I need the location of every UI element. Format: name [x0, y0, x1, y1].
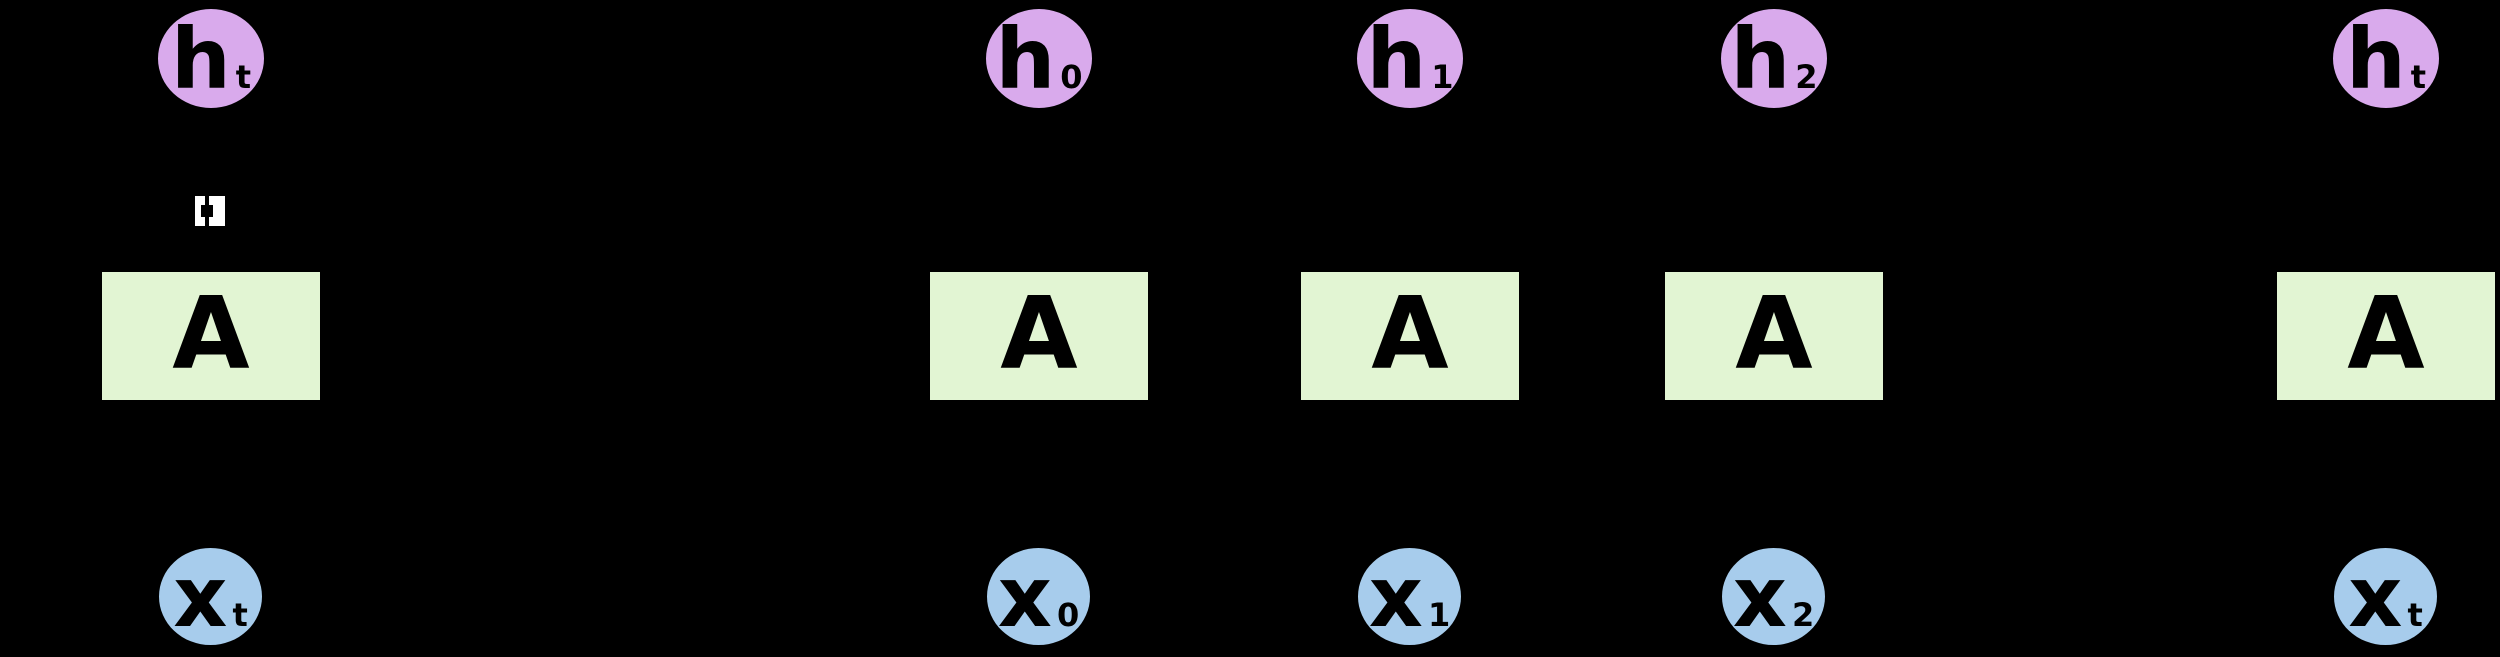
equals-mark-right-bar [209, 196, 225, 226]
rnn-cell-1: A [1299, 270, 1521, 402]
cell-label: A [1735, 274, 1813, 392]
rnn-cell-0: A [928, 270, 1150, 402]
cell-label: A [1000, 274, 1078, 392]
equals-mark-left-bar [195, 196, 205, 226]
cell-label: A [2347, 274, 2425, 392]
equals-mark [195, 196, 225, 226]
cell-label: A [172, 274, 250, 392]
rnn-cell-2: A [1663, 270, 1885, 402]
rnn-cell-rolled: A [100, 270, 322, 402]
cell-label: A [1371, 274, 1449, 392]
rnn-cell-t: A [2275, 270, 2497, 402]
